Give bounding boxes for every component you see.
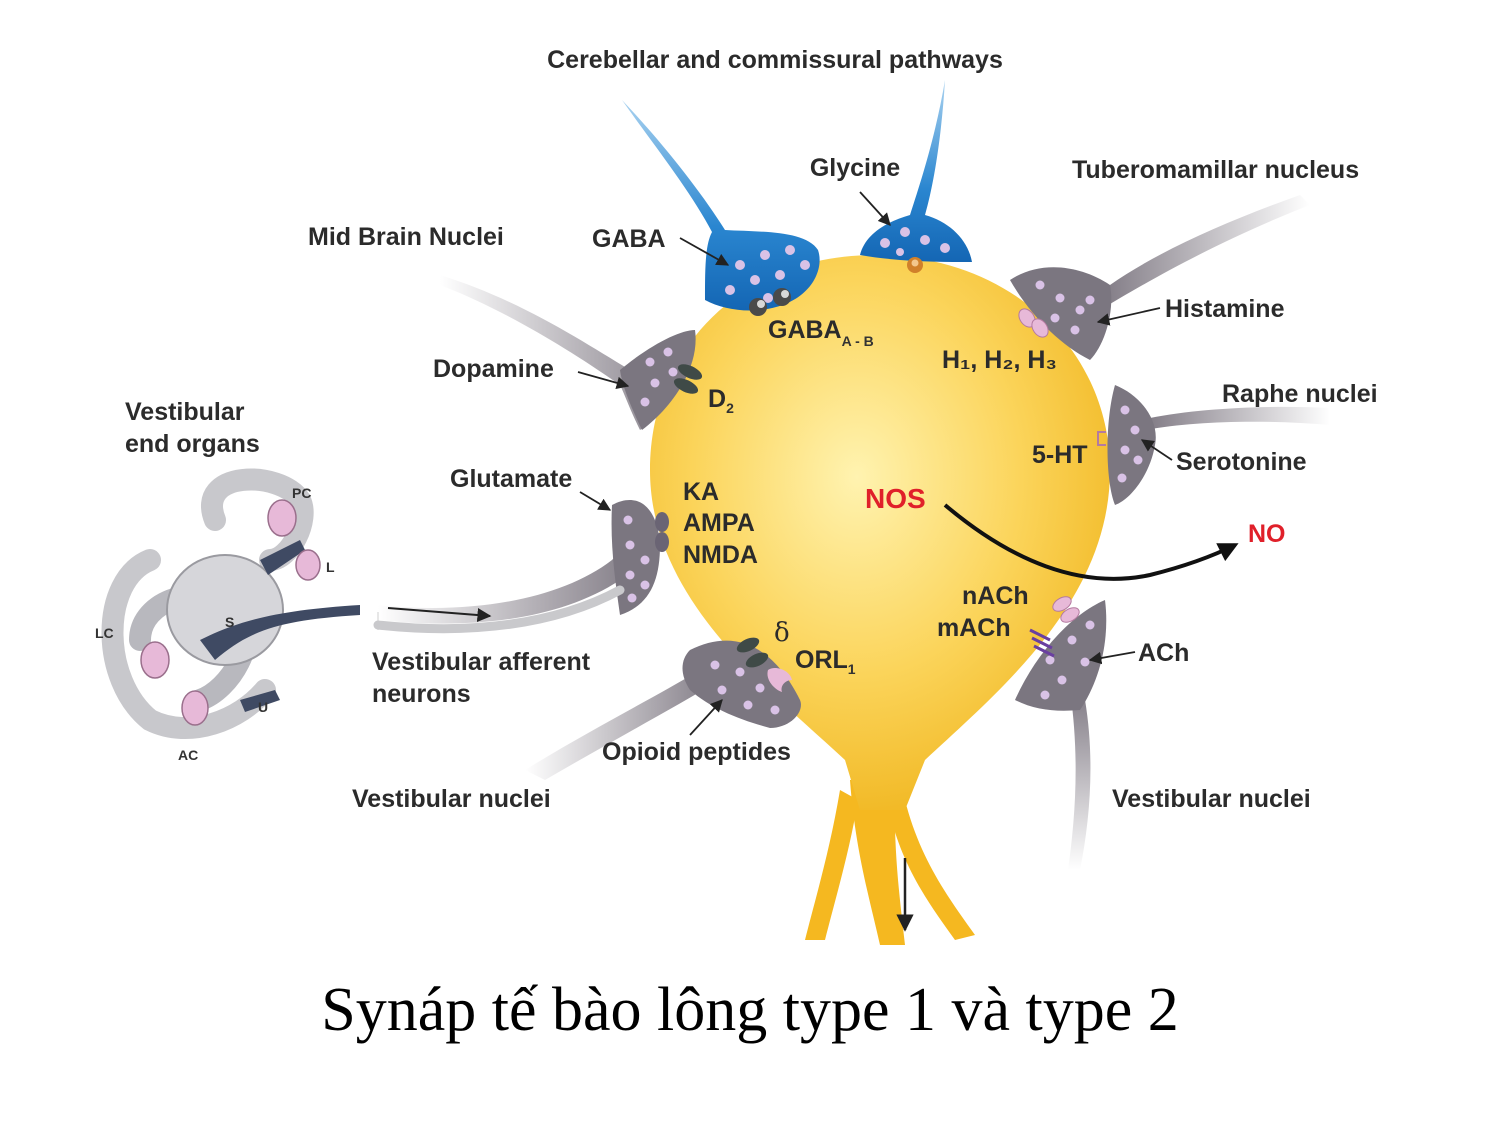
- label-opioid-peptides: Opioid peptides: [602, 738, 791, 766]
- serotonine-terminal: [1097, 385, 1330, 505]
- vestibular-nerve: [200, 605, 360, 660]
- opioid-receptors: [736, 637, 792, 692]
- label-gaba: GABA: [592, 225, 666, 253]
- hair-cell-axon-right: [888, 800, 975, 940]
- pointer-lines: [577, 191, 1173, 736]
- label-cerebellar-pathways: Cerebellar and commissural pathways: [547, 46, 1003, 74]
- 5ht-receptor: [1097, 431, 1106, 446]
- label-nmda: NMDA: [683, 541, 758, 569]
- label-vestibular-end-organs-2: end organs: [125, 430, 260, 458]
- label-ampa: AMPA: [683, 509, 755, 537]
- label-gaba-receptor-sub: A - B: [842, 333, 874, 349]
- hair-cell-axon-left: [805, 790, 858, 940]
- vestibular-labyrinth: [101, 468, 360, 739]
- glycine-vesicles: [880, 227, 950, 256]
- label-delta: δ: [774, 618, 790, 648]
- label-vestibular-nuclei-left: Vestibular nuclei: [352, 785, 551, 813]
- histamine-terminal: [1010, 195, 1310, 360]
- glycine-terminal: [860, 80, 972, 273]
- label-histamine: Histamine: [1165, 295, 1285, 323]
- label-vestibular-afferent-2: neurons: [372, 680, 471, 708]
- label-glutamate: Glutamate: [450, 465, 572, 493]
- label-mid-brain-nuclei: Mid Brain Nuclei: [308, 223, 504, 251]
- label-gaba-receptor: GABAA - B: [768, 316, 874, 349]
- label-orl: ORL1: [795, 646, 856, 677]
- label-organ-lc: LC: [95, 625, 114, 641]
- canal-lateral: [101, 549, 276, 739]
- labels: Cerebellar and commissural pathways Glyc…: [95, 46, 1378, 813]
- label-nos: NOS: [865, 483, 926, 514]
- label-nach: nACh: [962, 582, 1029, 610]
- label-gaba-receptor-main: GABA: [768, 316, 842, 344]
- label-organ-pc: PC: [292, 485, 311, 501]
- hair-cell-axon-main: [850, 780, 905, 945]
- opioid-terminal: [525, 637, 801, 780]
- label-vestibular-end-organs-1: Vestibular: [125, 398, 245, 426]
- gaba-vesicles: [725, 245, 810, 303]
- label-ka: KA: [683, 478, 719, 506]
- afferent-arrow: [387, 607, 492, 622]
- afferent-fiber: [373, 585, 625, 634]
- label-raphe-nuclei: Raphe nuclei: [1222, 380, 1378, 408]
- label-organ-u: U: [258, 699, 268, 715]
- label-serotonine: Serotonine: [1176, 448, 1307, 476]
- glutamate-terminal: [377, 499, 669, 630]
- ampullae: [140, 499, 321, 726]
- glutamate-receptors: [655, 512, 669, 552]
- nos-no-arrow: [943, 503, 1239, 581]
- label-no: NO: [1248, 520, 1286, 548]
- label-organ-l: L: [326, 559, 335, 575]
- label-d2-main: D: [708, 385, 726, 413]
- label-vestibular-afferent-1: Vestibular afferent: [372, 648, 591, 676]
- label-vestibular-nuclei-right: Vestibular nuclei: [1112, 785, 1311, 813]
- glycine-receptor: [907, 257, 923, 273]
- slide-caption: Synáp tế bào lông type 1 và type 2: [321, 976, 1179, 1044]
- histamine-receptors: [1018, 308, 1049, 338]
- dopamine-terminal: [440, 275, 703, 430]
- d2-receptor: [673, 364, 703, 394]
- label-h-receptors: H₁, H₂, H₃: [942, 346, 1057, 374]
- ach-receptors: [1029, 596, 1080, 658]
- label-dopamine: Dopamine: [433, 355, 554, 383]
- label-ach: ACh: [1138, 639, 1189, 667]
- label-d2-sub: 2: [726, 400, 734, 416]
- utricle-saccule: [166, 554, 284, 666]
- label-organ-s: S: [225, 614, 234, 630]
- label-organ-ac: AC: [178, 747, 198, 763]
- label-d2: D2: [708, 385, 734, 416]
- ach-terminal: [1015, 596, 1107, 870]
- label-mach: mACh: [937, 614, 1011, 642]
- label-tuberomamillar: Tuberomamillar nucleus: [1072, 156, 1359, 184]
- label-5ht: 5-HT: [1032, 441, 1088, 469]
- label-orl-main: ORL: [795, 646, 848, 674]
- gaba-terminal: [622, 100, 820, 316]
- label-orl-sub: 1: [848, 661, 856, 677]
- label-glycine: Glycine: [810, 154, 900, 182]
- gaba-receptors: [749, 288, 791, 316]
